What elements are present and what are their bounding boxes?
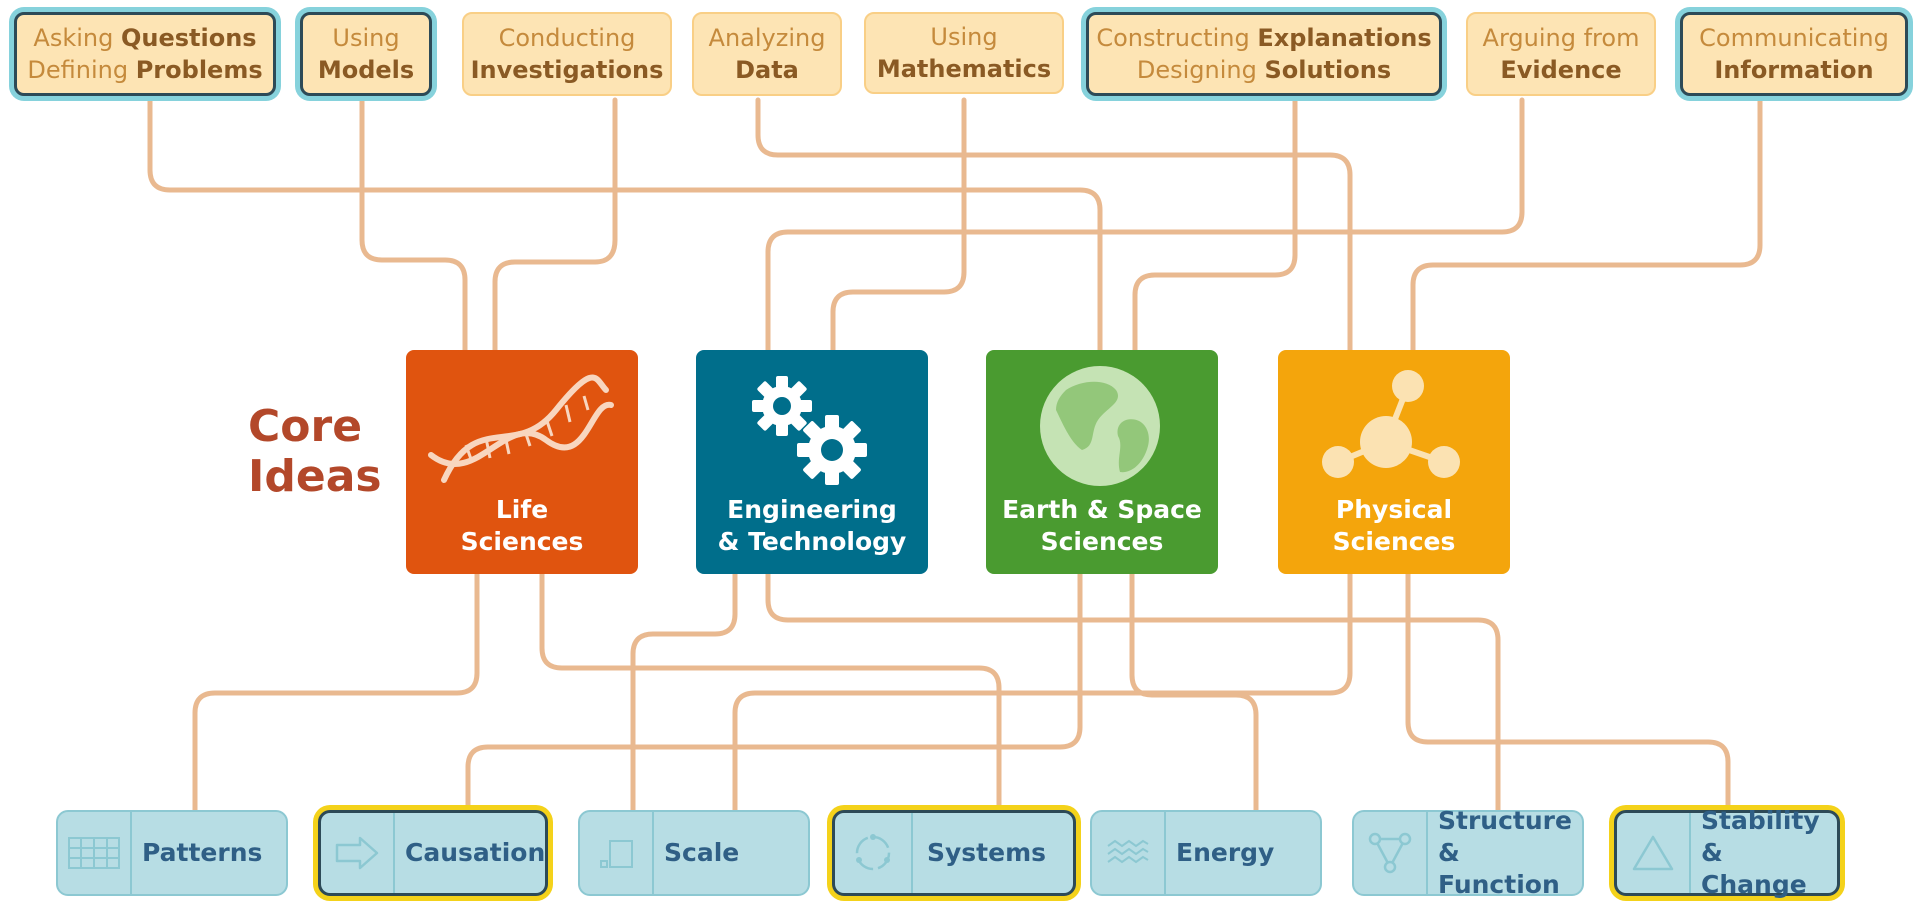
scale-icon <box>600 840 633 868</box>
practice-line: Arguing from <box>1482 24 1640 52</box>
practice-line: Data <box>735 56 799 84</box>
concept-box-patterns: Patterns <box>56 810 288 896</box>
concept-label: Energy <box>1176 838 1275 867</box>
cycle-icon <box>855 834 891 871</box>
grid-icon <box>68 837 120 869</box>
concept-box-systems: Systems <box>832 810 1076 896</box>
practice-box-information: Communicating Information <box>1680 12 1908 96</box>
practice-box-mathematics: Using Mathematics <box>864 12 1064 94</box>
concept-label: Patterns <box>142 838 263 867</box>
connector-math-engineering <box>830 97 967 353</box>
dna-icon <box>428 374 614 483</box>
practice-line: Communicating <box>1699 24 1889 52</box>
waves-icon <box>1107 839 1149 864</box>
concept-label: Causation <box>405 838 546 867</box>
tile-label: Earth & Space Sciences <box>1002 495 1202 556</box>
concept-box-causation: Causation <box>318 810 548 896</box>
connector-physical-scale <box>732 571 1353 813</box>
molecule-icon <box>1322 370 1460 478</box>
practice-box-data: Analyzing Data <box>692 12 842 96</box>
core-tile-physical-sciences: Physical Sciences <box>1278 350 1510 574</box>
connector-information-physical <box>1410 97 1763 353</box>
connector-life-patterns <box>192 571 480 813</box>
concept-box-scale: Scale <box>578 810 810 896</box>
practice-line: Information <box>1714 56 1874 84</box>
core-tile-engineering-technology: Engineering & Technology <box>696 350 928 574</box>
connector-evidence-engineering <box>765 97 1525 353</box>
practice-line: Constructing Explanations <box>1096 24 1432 52</box>
connector-data-physical <box>755 97 1353 353</box>
practice-line: Investigations <box>470 56 664 84</box>
practice-box-questions-problems: Asking Questions Defining Problems <box>14 12 276 96</box>
practice-box-evidence: Arguing from Evidence <box>1466 12 1656 96</box>
tile-label: Physical Sciences <box>1332 495 1456 556</box>
practice-line: Analyzing <box>708 24 826 52</box>
practice-line: Models <box>317 56 415 84</box>
practice-box-investigations: Conducting Investigations <box>462 12 672 96</box>
connector-engineering-scale <box>630 571 738 813</box>
concept-label: Systems <box>927 838 1047 867</box>
tile-label: Engineering & Technology <box>717 495 907 556</box>
connector-models-life <box>359 97 468 353</box>
practice-box-explanations-solutions: Constructing Explanations Designing Solu… <box>1086 12 1442 96</box>
concept-box-structure-function: Structure & Function <box>1352 806 1584 899</box>
concept-box-energy: Energy <box>1090 810 1322 896</box>
network-icon <box>1368 832 1412 874</box>
core-tile-earth-space-sciences: Earth & Space Sciences <box>986 350 1218 574</box>
tile-label: Life Sciences <box>460 495 584 556</box>
gears-icon <box>752 376 867 485</box>
triangle-icon <box>1632 835 1674 871</box>
globe-icon <box>1040 366 1160 486</box>
connector-explanations-earth <box>1132 97 1298 353</box>
connector-physical-stability <box>1405 571 1731 813</box>
core-tile-life-sciences: Life Sciences <box>406 350 638 574</box>
connector-questions-earth <box>147 97 1103 353</box>
practice-box-models: Using Models <box>300 12 432 96</box>
connector-life-systems <box>539 571 1002 813</box>
practice-line: Using <box>332 24 400 52</box>
concept-box-stability-change: Stability & Change <box>1614 806 1840 899</box>
practice-line: Using <box>930 23 998 51</box>
connector-earth-causation <box>465 571 1083 813</box>
practice-line: Defining Problems <box>27 56 263 84</box>
practice-line: Conducting <box>498 24 636 52</box>
connector-investigations-life <box>492 97 618 353</box>
concept-label: Scale <box>664 838 740 867</box>
concept-label: Structure & Function <box>1438 806 1572 899</box>
practice-line: Asking Questions <box>33 24 257 52</box>
concept-label: Stability & Change <box>1701 806 1820 899</box>
practice-line: Designing Solutions <box>1136 56 1392 84</box>
core-ideas-label: Core Ideas <box>248 401 382 502</box>
practice-line: Evidence <box>1500 56 1622 84</box>
practice-line: Mathematics <box>876 55 1052 83</box>
arrow-icon <box>335 836 379 870</box>
